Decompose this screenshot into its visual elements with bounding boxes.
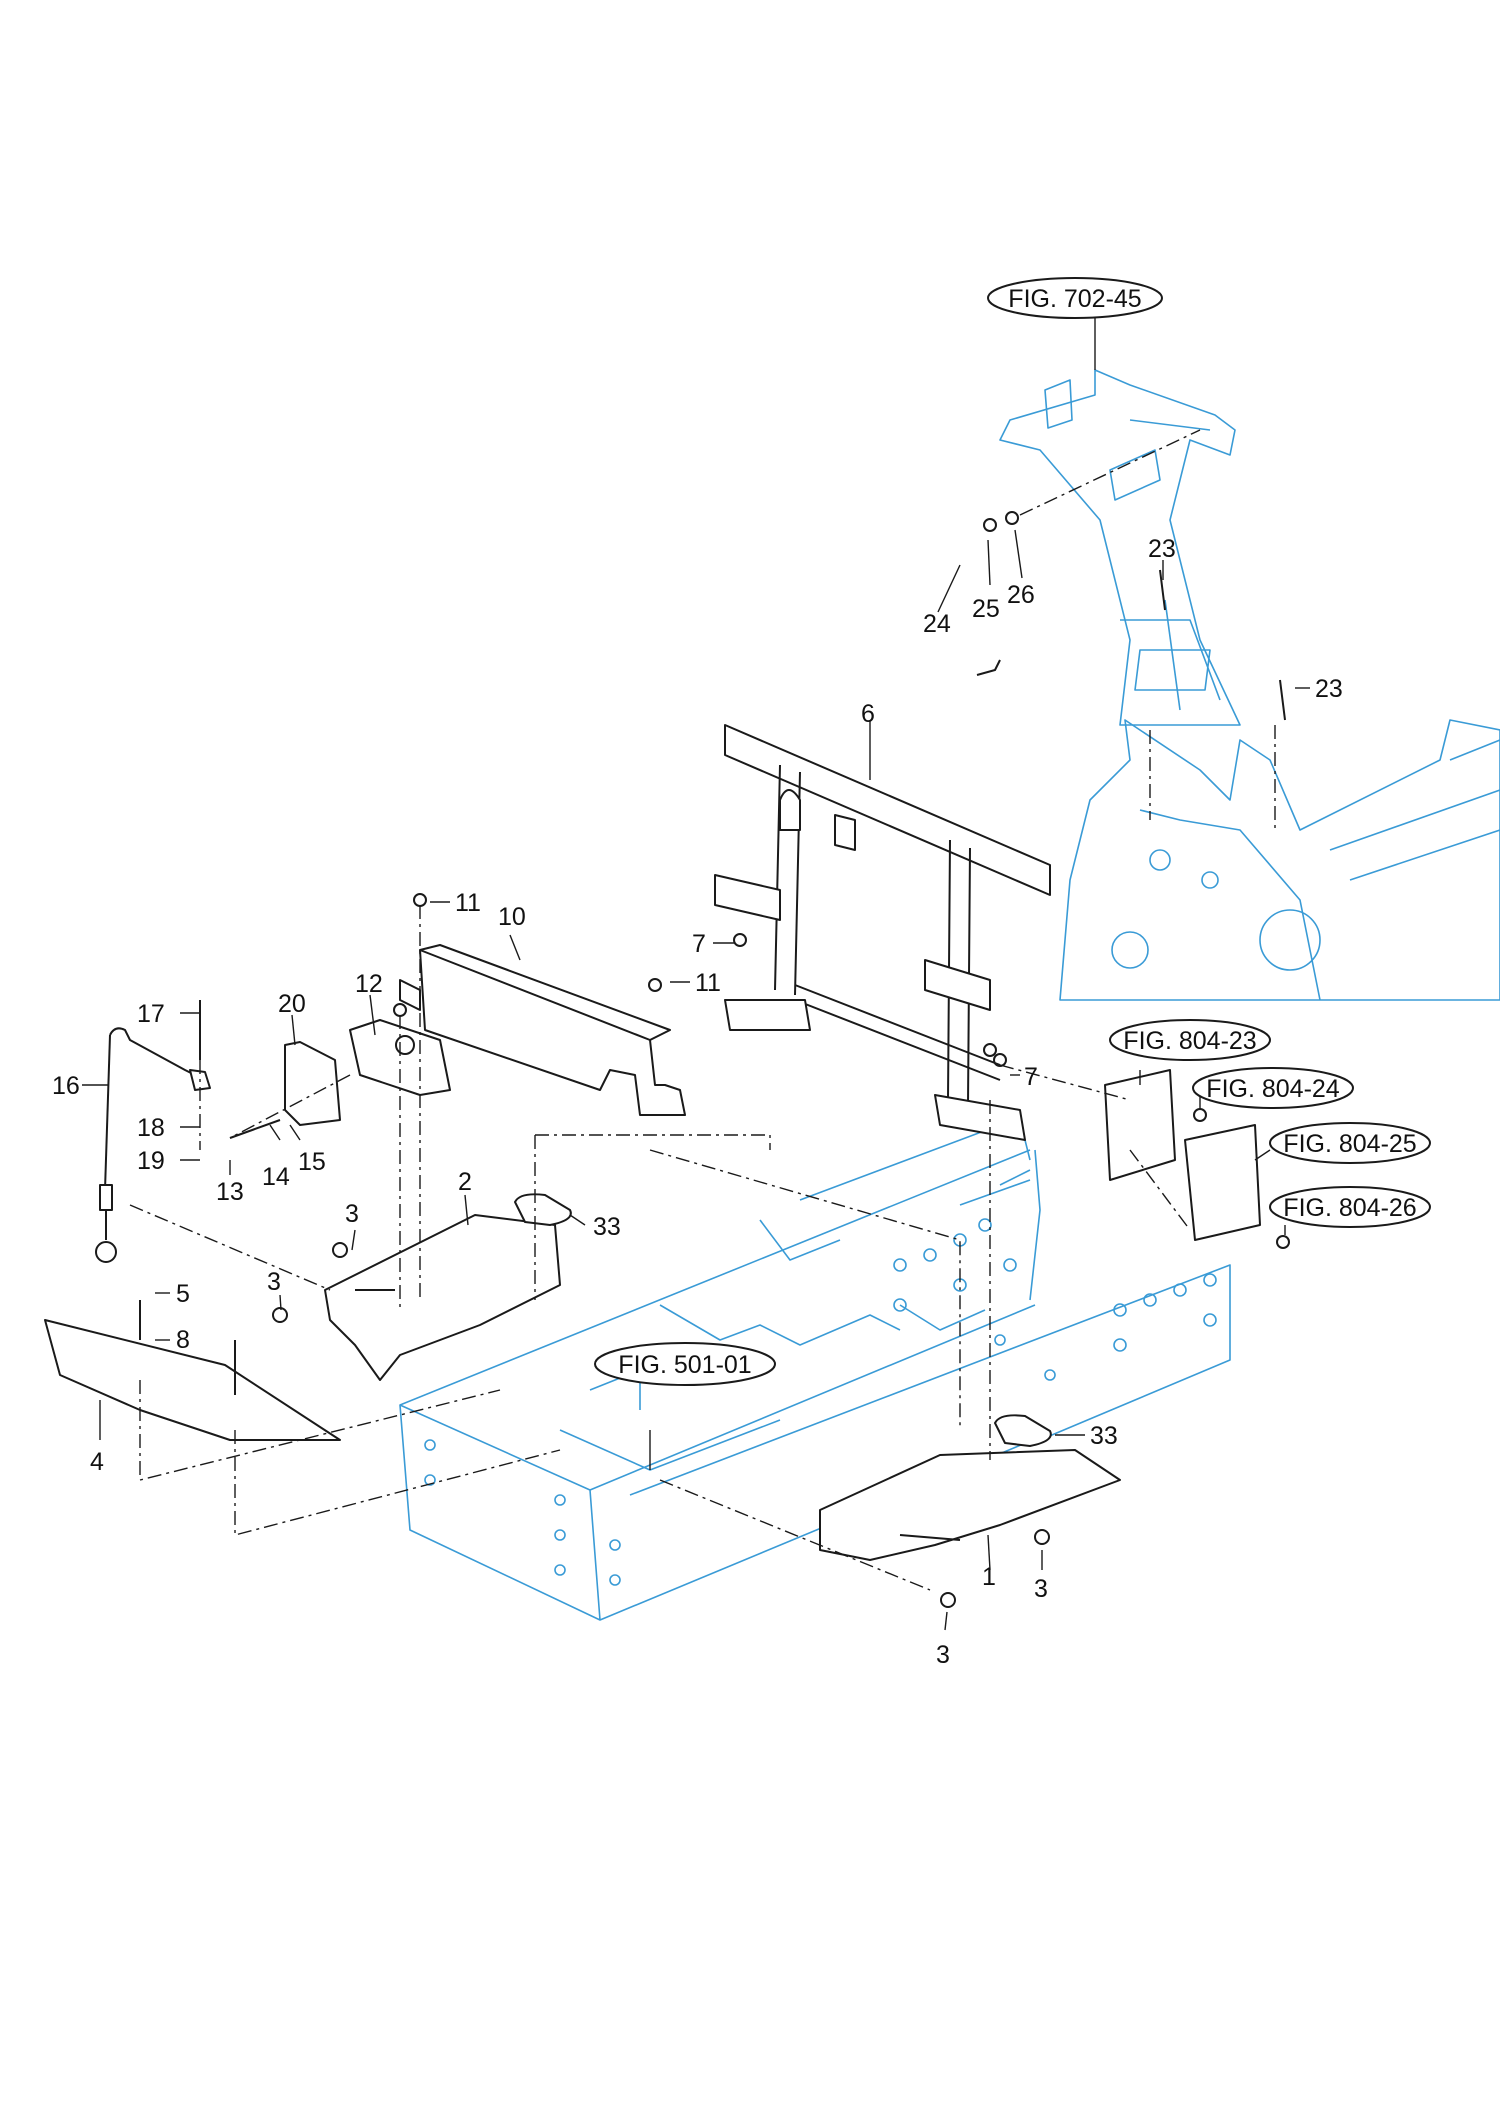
callout-23: 23 <box>1148 535 1176 563</box>
support-bracket-part-10 <box>399 944 686 1116</box>
callout-16: 16 <box>52 1072 80 1100</box>
callout-25: 25 <box>972 595 1000 623</box>
figure-references: FIG. 702-45 FIG. 804-23 FIG. 804-24 FIG.… <box>594 277 1431 1386</box>
assembly-center-lines <box>129 429 1276 1591</box>
reference-frame-upper-bracket <box>999 369 1241 726</box>
fig-702-45-oval <box>987 277 1163 319</box>
fig-804-25-label: FIG. 804-25 <box>1283 1130 1416 1158</box>
callout-3: 3 <box>936 1641 950 1669</box>
callout-7: 7 <box>1024 1063 1038 1091</box>
frame-part-6 <box>714 724 1051 1141</box>
callout-15: 15 <box>298 1148 326 1176</box>
callout-11: 11 <box>695 969 721 997</box>
fig-804-24-label: FIG. 804-24 <box>1206 1075 1339 1103</box>
cover-plate-part-2 <box>324 1214 561 1381</box>
cover-plate-part-1 <box>819 1449 1121 1561</box>
callout-11: 11 <box>455 889 481 917</box>
fig-702-45-label: FIG. 702-45 <box>1008 285 1141 313</box>
clip-parts-33 <box>514 1193 1052 1447</box>
cable-part-16 <box>95 1027 211 1263</box>
fig-501-01-oval <box>594 1342 776 1386</box>
bracket-parts-804 <box>1104 1069 1290 1249</box>
fig-804-23-oval <box>1109 1019 1271 1061</box>
fig-804-23-label: FIG. 804-23 <box>1123 1027 1256 1055</box>
fig-804-24-oval <box>1192 1067 1354 1109</box>
callout-leaders <box>82 315 1310 1631</box>
callout-8: 8 <box>176 1326 190 1354</box>
callout-33: 33 <box>1090 1422 1118 1450</box>
fig-501-01-label: FIG. 501-01 <box>618 1351 751 1379</box>
callout-10: 10 <box>498 903 526 931</box>
fig-804-26-label: FIG. 804-26 <box>1283 1194 1416 1222</box>
callout-2: 2 <box>458 1168 472 1196</box>
callout-33: 33 <box>593 1213 621 1241</box>
callout-7: 7 <box>692 930 706 958</box>
hardware-bolts <box>139 511 1286 1608</box>
plate-part-20 <box>284 1041 341 1126</box>
callout-26: 26 <box>1007 581 1035 609</box>
callout-24: 24 <box>923 610 951 638</box>
callout-14: 14 <box>262 1163 290 1191</box>
callout-19: 19 <box>137 1147 165 1175</box>
callout-3: 3 <box>1034 1575 1048 1603</box>
callout-3: 3 <box>345 1200 359 1228</box>
fig-804-25-oval <box>1269 1122 1431 1164</box>
fig-804-26-oval <box>1269 1186 1431 1228</box>
callout-13: 13 <box>216 1178 244 1206</box>
callout-3: 3 <box>267 1268 281 1296</box>
callout-4: 4 <box>90 1448 104 1476</box>
callout-23: 23 <box>1315 675 1343 703</box>
callout-1: 1 <box>982 1563 996 1591</box>
cover-plate-part-4 <box>44 1319 341 1441</box>
callout-5: 5 <box>176 1280 190 1308</box>
callout-6: 6 <box>861 700 875 728</box>
part-callouts: 1 2 3 3 3 3 4 5 6 7 7 8 10 11 11 12 13 1… <box>52 535 1343 1669</box>
callout-17: 17 <box>137 1000 165 1028</box>
callout-20: 20 <box>278 990 306 1018</box>
callout-18: 18 <box>137 1114 165 1142</box>
hinge-part-12 <box>349 1019 451 1096</box>
reference-frame-right-housing <box>1059 719 1500 1001</box>
callout-12: 12 <box>355 970 383 998</box>
